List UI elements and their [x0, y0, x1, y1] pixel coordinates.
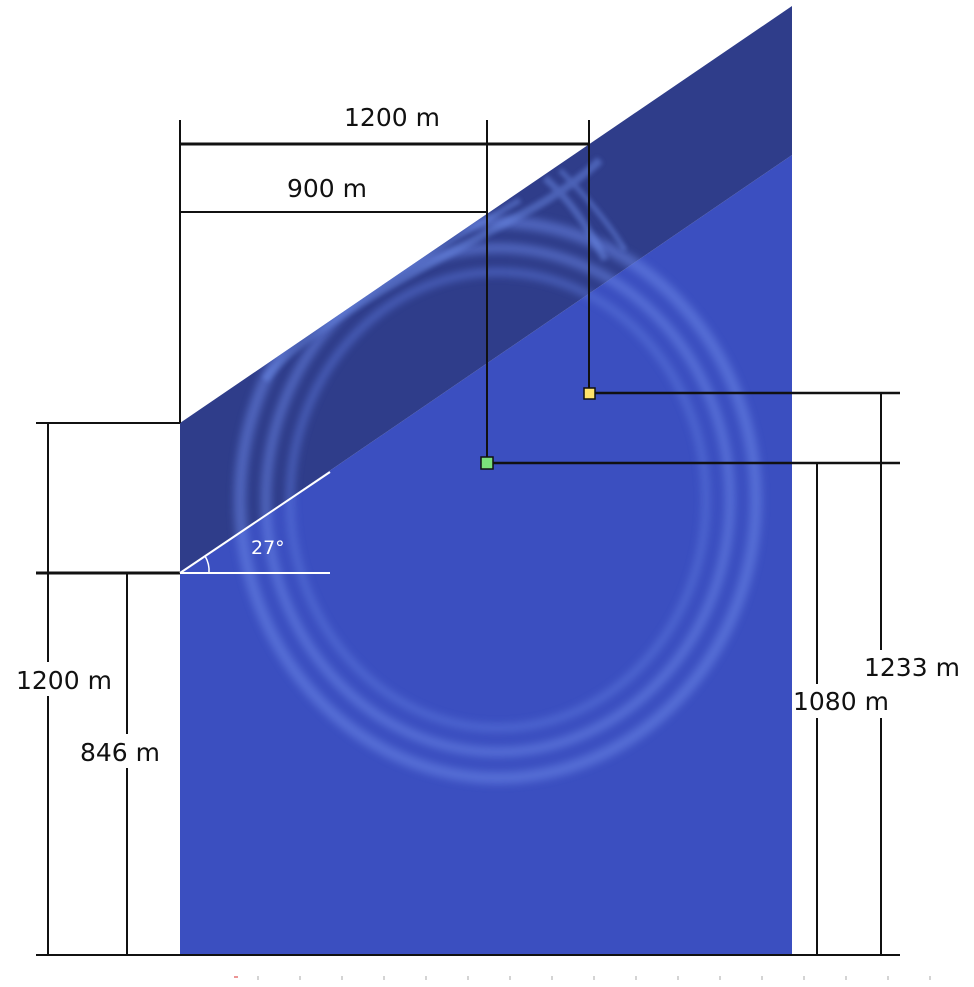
height-1080-label-bg	[792, 684, 892, 718]
height-1080-label: 1080 m	[793, 687, 889, 716]
height-1200-label: 1200 m	[16, 666, 112, 695]
bottom-ruler-ticks	[234, 976, 931, 980]
yellow-square-marker-icon	[583, 387, 596, 400]
width-900-label: 900 m	[287, 174, 367, 203]
model-domain-lower	[180, 155, 792, 955]
height-1200-label-bg	[14, 662, 118, 696]
green-square-marker-icon	[480, 456, 494, 470]
width-1200-label: 1200 m	[344, 103, 440, 132]
height-846-label-bg	[78, 734, 172, 768]
slope-angle-label: 27°	[251, 537, 285, 559]
height-1233-label: 1233 m	[864, 653, 960, 682]
height-846-label: 846 m	[80, 738, 160, 767]
height-1233-label-bg	[862, 650, 962, 684]
angle-arc	[204, 555, 210, 574]
